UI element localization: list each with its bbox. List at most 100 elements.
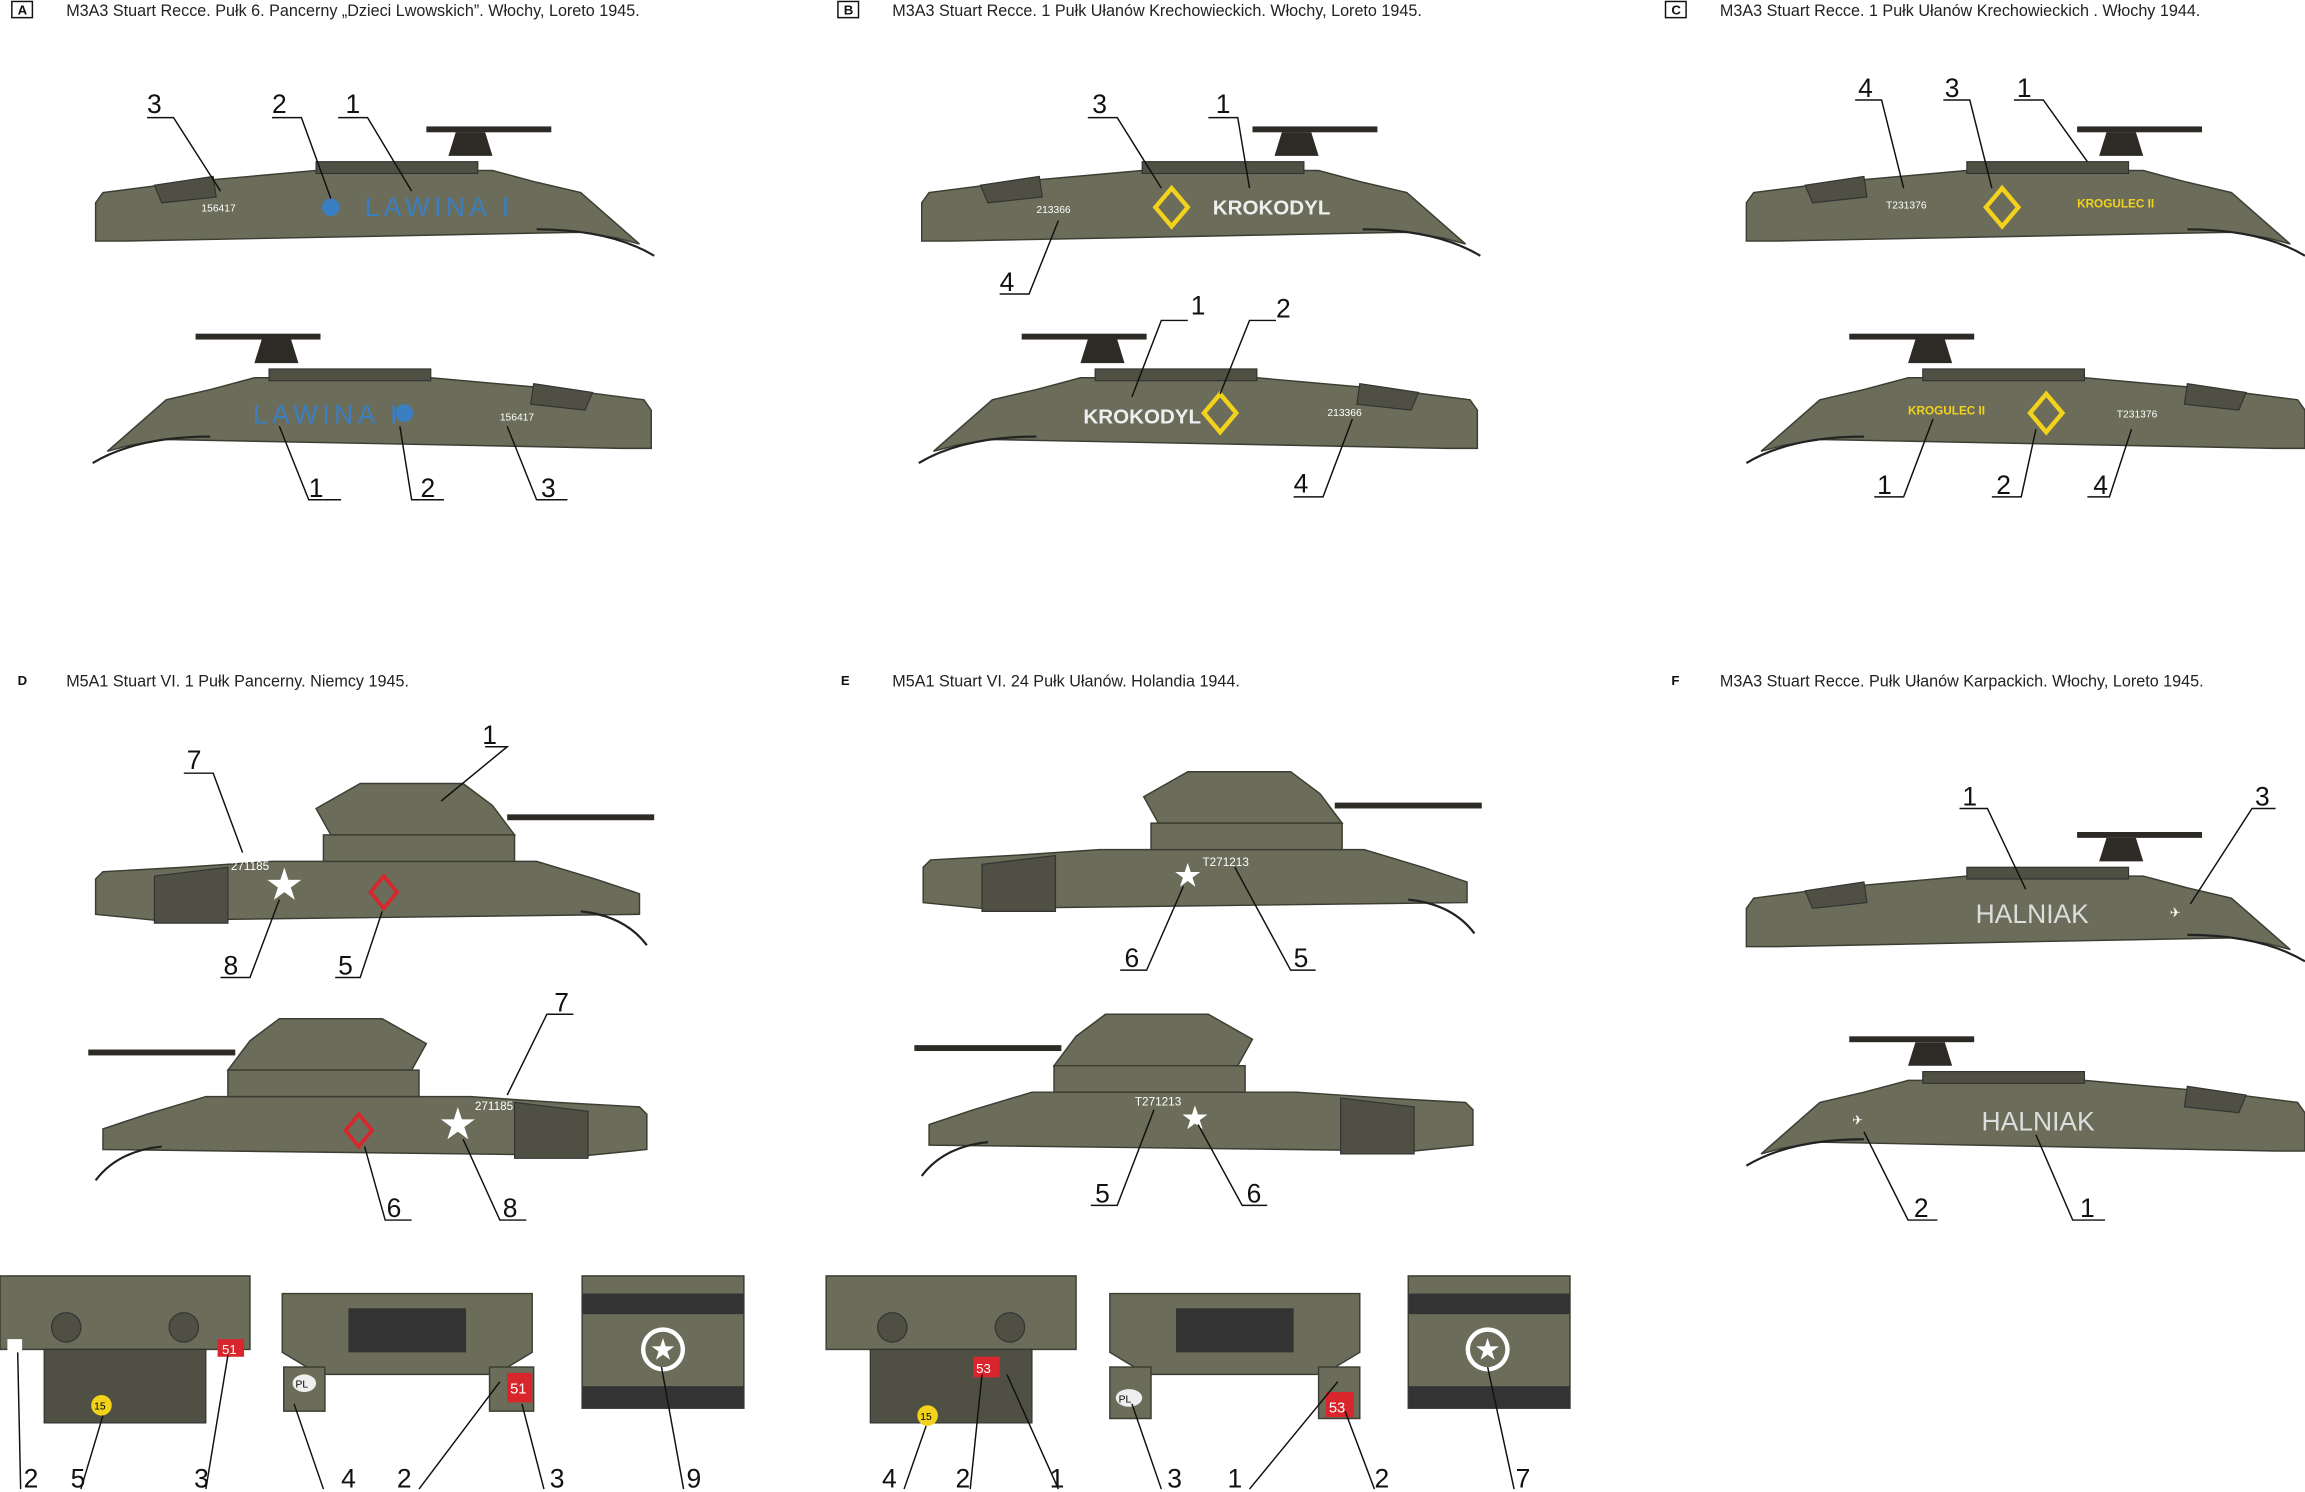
diamond-emblem: [368, 873, 400, 912]
panel-caption: M5A1 Stuart VI. 24 Pułk Ułanów. Holandia…: [892, 672, 1240, 690]
panel-letter: C: [1671, 3, 1681, 18]
nationality-code: PL: [296, 1380, 309, 1391]
tank-e-left-side: T271213 ★ 5 6: [913, 1013, 1475, 1208]
panel-letter: A: [18, 3, 28, 18]
tank-name: HALNIAK: [1982, 1106, 2096, 1136]
callout: 3: [194, 1464, 209, 1492]
serial-number: T231376: [1886, 201, 1927, 212]
unit-emblem: [321, 198, 340, 217]
callout: 6: [1125, 943, 1140, 973]
unit-number: 53: [976, 1361, 991, 1376]
unit-number: 53: [1329, 1401, 1345, 1417]
diamond-emblem: [1152, 184, 1191, 230]
unit-emblem: [395, 404, 414, 422]
callout: 5: [71, 1464, 86, 1492]
serial-number: T231376: [2117, 409, 2158, 420]
tank-a-left-side: LAWINA I 156417 1 2 3: [91, 332, 653, 503]
callout: 8: [223, 951, 238, 981]
callout: 7: [1516, 1464, 1531, 1492]
callout: 4: [882, 1464, 897, 1492]
callout: 4: [341, 1464, 356, 1492]
tank-name: KROKODYL: [1213, 197, 1331, 220]
tank-name: KROGULEC II: [2077, 197, 2154, 210]
white-star: ★: [1474, 1334, 1500, 1367]
callout: 1: [482, 720, 497, 750]
white-star: ★: [438, 1100, 478, 1149]
unit-emblem: ✈: [2170, 905, 2181, 920]
rear-views-e: 15 53 PL 53 ★ 4 2 1 3 1 2 7: [825, 1275, 1571, 1492]
callout: 6: [1247, 1178, 1262, 1208]
tank-b-left-side: KROKODYL 213366 1 2 4: [917, 291, 1479, 498]
serial-number: 213366: [1036, 205, 1071, 216]
panel-letter: B: [844, 3, 854, 18]
callout: 3: [541, 473, 556, 503]
callout: 2: [1914, 1193, 1929, 1223]
callout: 1: [1877, 470, 1892, 500]
tank-d-right-side: 271185 ★ 7 1 8 5: [94, 720, 656, 981]
callout: 2: [397, 1464, 412, 1492]
caption-d: D M5A1 Stuart VI. 1 Pułk Pancerny. Niemc…: [18, 672, 409, 690]
serial-number: 156417: [500, 412, 535, 423]
bridge-sign: [7, 1339, 23, 1354]
diamond-emblem: [1201, 390, 1240, 436]
callout: 1: [1216, 89, 1231, 119]
callout: 4: [1294, 468, 1309, 498]
caption-a: A M3A3 Stuart Recce. Pułk 6. Pancerny „D…: [11, 0, 640, 20]
white-star: ★: [650, 1334, 676, 1367]
caption-f: F M3A3 Stuart Recce. Pułk Ułanów Karpack…: [1671, 672, 2203, 690]
callout: 2: [1276, 294, 1291, 324]
tank-name: KROGULEC II: [1908, 405, 1985, 418]
white-star: ★: [265, 861, 305, 910]
tank-e-right-side: T271213 ★ 6 5: [922, 770, 1483, 973]
callout: 1: [1191, 291, 1206, 321]
panel-caption: M3A3 Stuart Recce. Pułk Ułanów Karpackic…: [1720, 672, 2204, 690]
panel-caption: M3A3 Stuart Recce. 1 Pułk Ułanów Krechow…: [1720, 2, 2200, 20]
callout: 5: [1294, 943, 1309, 973]
tank-c-right-side: T231376 KROGULEC II 4 3 1: [1745, 73, 2305, 257]
callout: 1: [1962, 782, 1977, 812]
callout: 2: [1996, 470, 2011, 500]
callout: 3: [2255, 782, 2270, 812]
serial-number: T271213: [1202, 856, 1249, 869]
callout: 2: [272, 89, 287, 119]
white-star: ★: [1173, 857, 1202, 893]
callout: 3: [1167, 1464, 1182, 1492]
serial-number: 213366: [1327, 408, 1362, 419]
serial-number: T271213: [1135, 1095, 1182, 1108]
tank-d-left-side: ★ 271185 7 6 8: [87, 987, 648, 1223]
diamond-emblem: [2027, 390, 2066, 436]
caption-e: E M5A1 Stuart VI. 24 Pułk Ułanów. Holand…: [841, 672, 1240, 690]
callout: 2: [420, 473, 435, 503]
callout: 4: [2093, 470, 2108, 500]
diamond-emblem: [343, 1111, 375, 1150]
callout: 9: [687, 1464, 702, 1492]
serial-number: 156417: [201, 204, 236, 215]
callout: 1: [2017, 73, 2032, 103]
callout: 2: [1374, 1464, 1389, 1492]
callout: 3: [550, 1464, 565, 1492]
callout: 8: [503, 1193, 518, 1223]
tank-name: HALNIAK: [1976, 899, 2090, 929]
bridge-class: 15: [94, 1402, 106, 1413]
panel-caption: M3A3 Stuart Recce. 1 Pułk Ułanów Krechow…: [892, 2, 1422, 20]
tank-c-left-side: KROGULEC II T231376 1 2 4: [1745, 332, 2305, 500]
tank-a-right-side: 156417 LAWINA I 3 2 1: [94, 89, 656, 257]
serial-number: 271185: [231, 860, 270, 873]
diamond-emblem: [1983, 184, 2022, 230]
tank-f-left-side: ✈ HALNIAK 2 1: [1745, 1035, 2305, 1223]
caption-b: B M3A3 Stuart Recce. 1 Pułk Ułanów Krech…: [837, 0, 1422, 20]
callout: 7: [187, 745, 202, 775]
callout: 1: [1050, 1464, 1065, 1492]
callout: 2: [24, 1464, 39, 1492]
callout: 2: [956, 1464, 971, 1492]
bridge-class-disc: [91, 1394, 112, 1416]
callout: 5: [338, 951, 353, 981]
white-star: ★: [1180, 1100, 1209, 1136]
panel-letter: F: [1671, 673, 1679, 688]
caption-c: C M3A3 Stuart Recce. 1 Pułk Ułanów Krech…: [1664, 0, 2200, 20]
panel-letter: E: [841, 673, 850, 688]
bridge-class: 15: [920, 1412, 932, 1423]
callout: 1: [1227, 1464, 1242, 1492]
unit-number: 51: [510, 1382, 526, 1398]
